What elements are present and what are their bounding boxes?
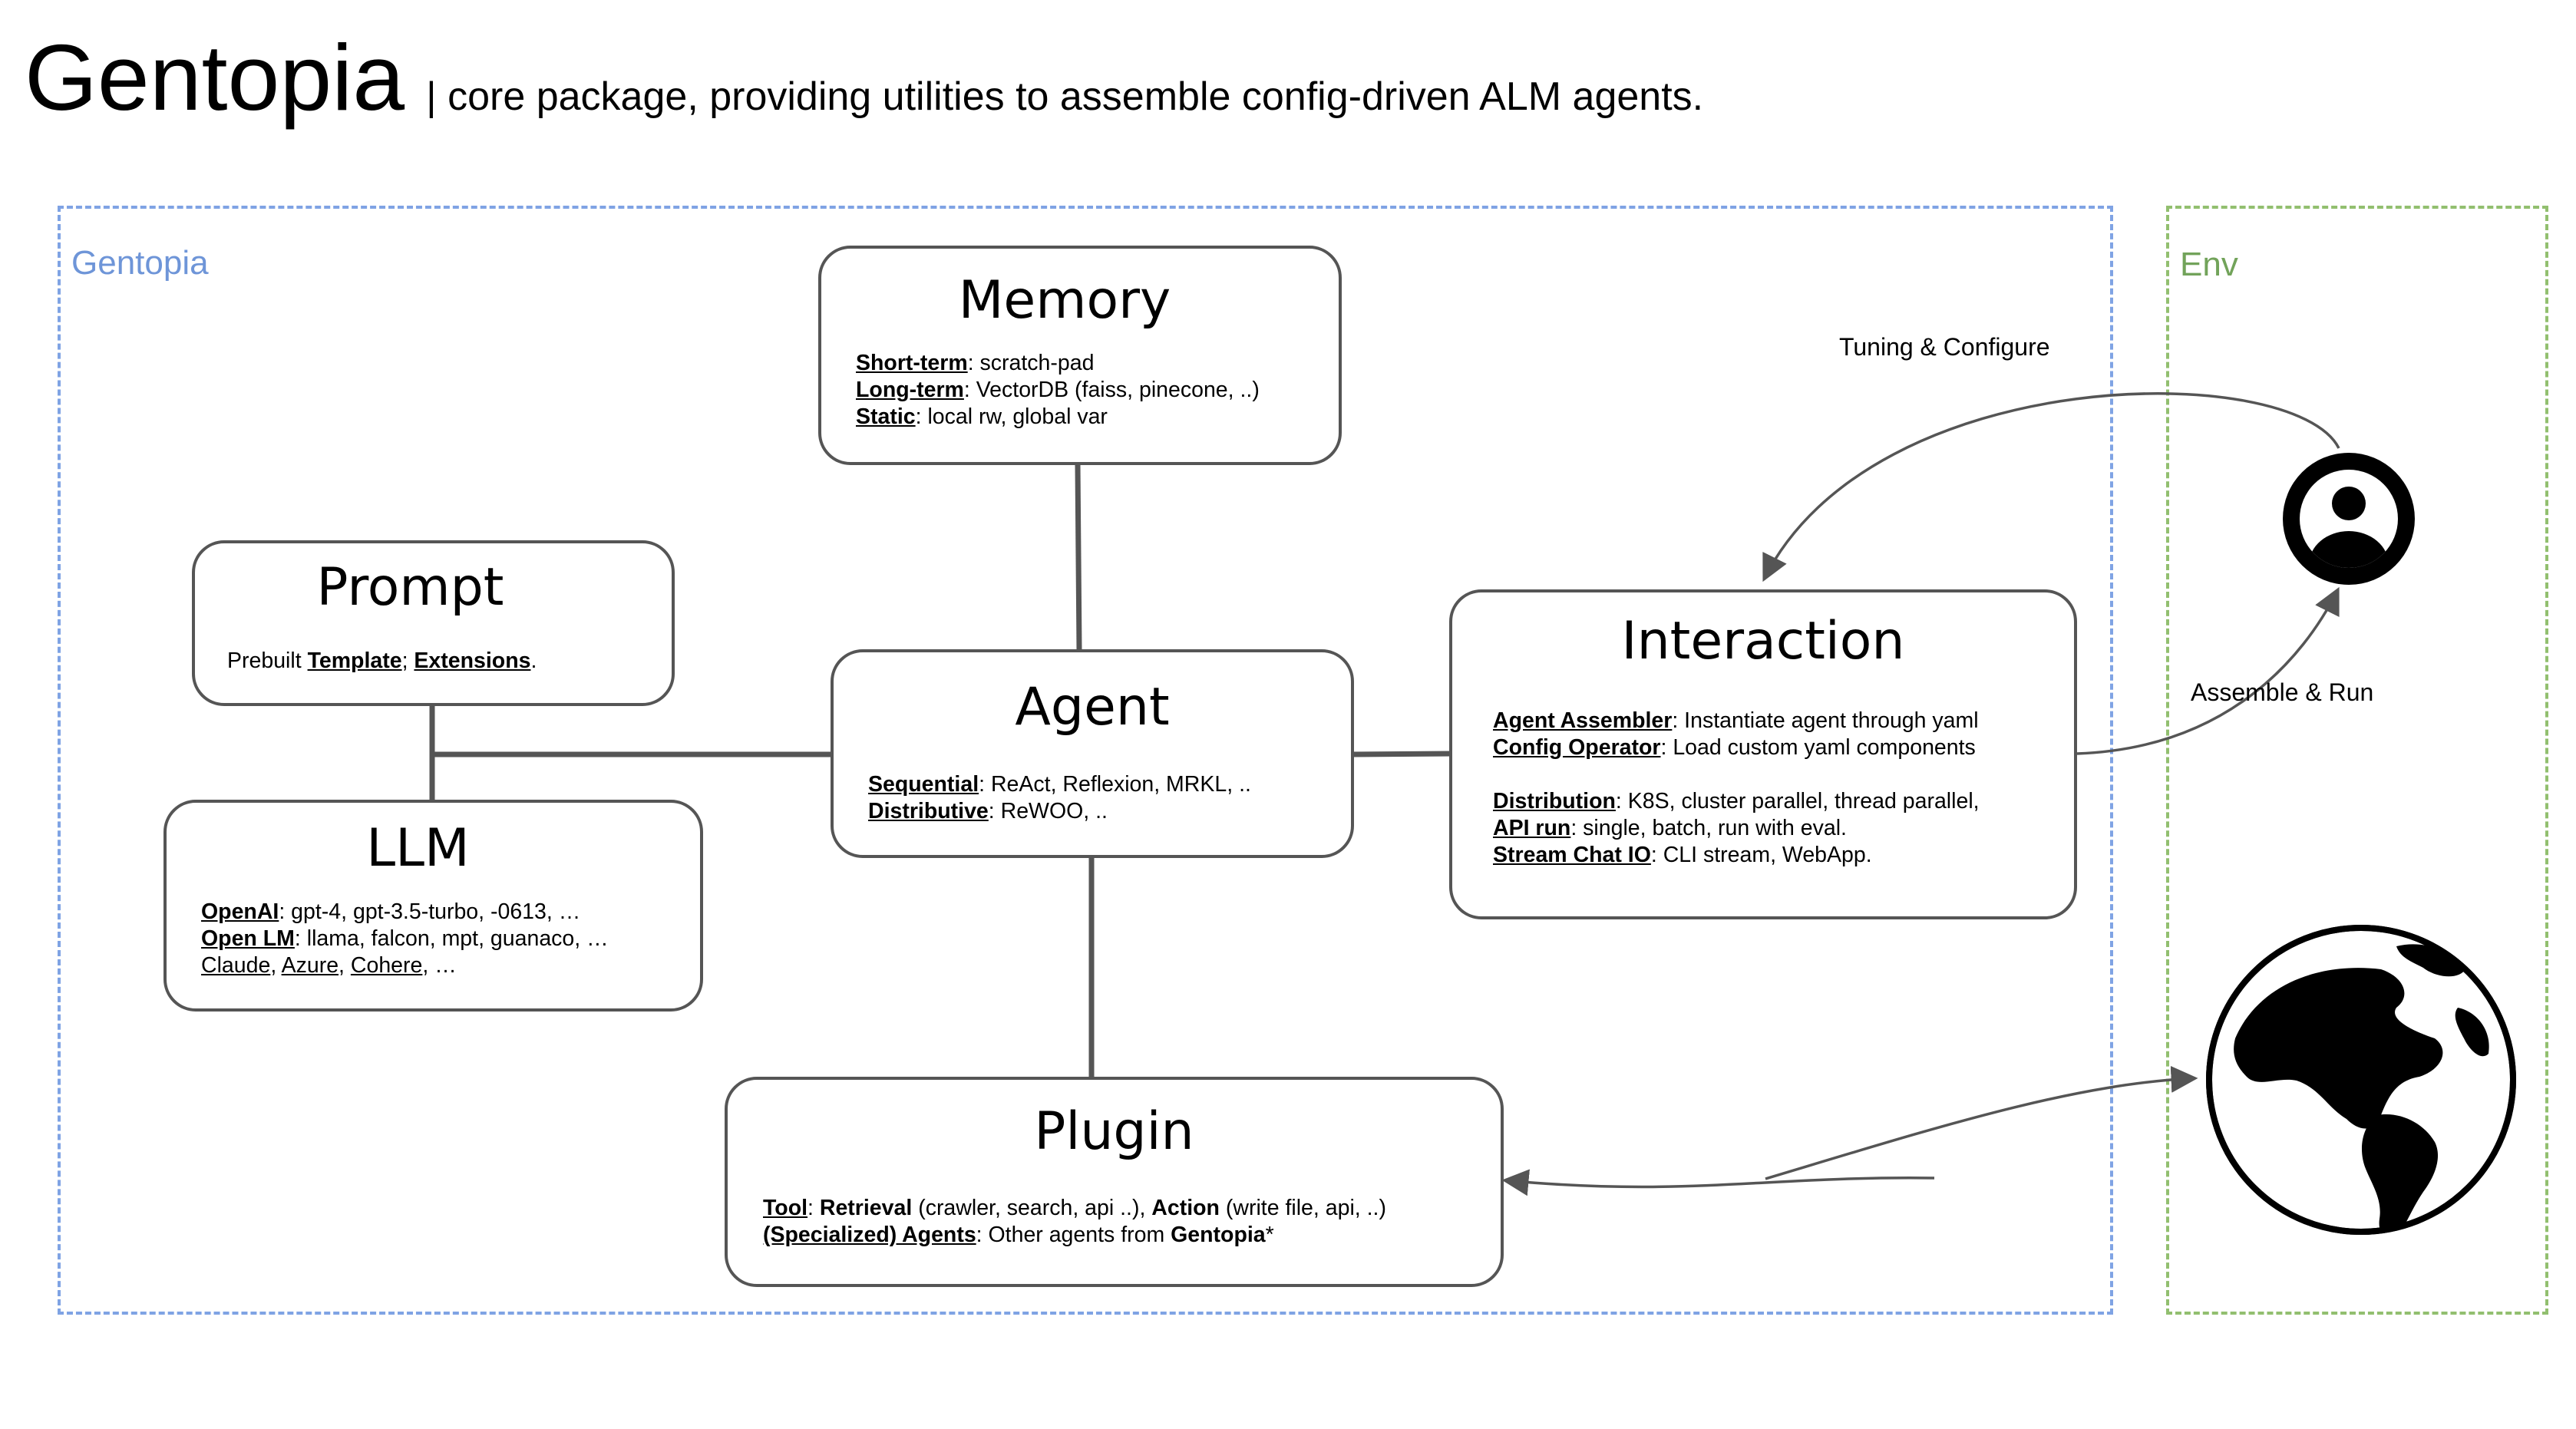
- prompt-details: Prebuilt Template; Extensions.: [227, 648, 537, 673]
- plugin-tool-line: Tool: Retrieval (crawler, search, api ..…: [763, 1196, 1386, 1220]
- llm-other-providers: Claude, Azure, Cohere, …: [201, 953, 457, 978]
- agent-title: Agent: [1015, 677, 1170, 738]
- interaction-line: Distribution: K8S, cluster parallel, thr…: [1493, 789, 1980, 814]
- agent-line: Sequential: ReAct, Reflexion, MRKL, ..: [868, 772, 1251, 797]
- agent-details: Sequential: ReAct, Reflexion, MRKL, .. D…: [868, 771, 1251, 825]
- tuning-configure-label: Tuning & Configure: [1839, 333, 2050, 361]
- page-title: Gentopia: [25, 25, 405, 130]
- memory-line: Long-term: VectorDB (faiss, pinecone, ..…: [856, 378, 1260, 402]
- env-plugin-arrow: [1501, 1169, 1935, 1196]
- gentopia-region: [58, 206, 2113, 1315]
- memory-line: Static: local rw, global var: [856, 404, 1108, 429]
- agent-box: Agent Sequential: ReAct, Reflexion, MRKL…: [831, 649, 1354, 858]
- interaction-line: Agent Assembler: Instantiate agent throu…: [1493, 708, 1979, 733]
- interaction-line: Stream Chat IO: CLI stream, WebApp.: [1493, 843, 1872, 867]
- memory-details: Short-term: scratch-pad Long-term: Vecto…: [856, 350, 1260, 431]
- memory-agent-connector: [1075, 462, 1082, 652]
- assemble-run-arrow: [2076, 586, 2340, 755]
- page-header: Gentopia | core package, providing utilit…: [25, 28, 1703, 127]
- llm-title: LLM: [366, 818, 470, 879]
- plugin-env-arrow: [1765, 1065, 2198, 1180]
- tuning-configure-arrow: [1762, 392, 2340, 582]
- user-avatar-icon: [2283, 453, 2415, 585]
- memory-title: Memory: [958, 270, 1171, 331]
- page-subtitle: | core package, providing utilities to a…: [426, 74, 1704, 119]
- env-region: [2166, 206, 2548, 1315]
- agent-line: Distributive: ReWOO, ..: [868, 799, 1108, 823]
- llm-line: OpenAI: gpt-4, gpt-3.5-turbo, -0613, …: [201, 899, 581, 924]
- interaction-details: Agent Assembler: Instantiate agent throu…: [1493, 708, 1980, 869]
- memory-line: Short-term: scratch-pad: [856, 351, 1095, 375]
- llm-details: OpenAI: gpt-4, gpt-3.5-turbo, -0613, … O…: [201, 899, 609, 979]
- globe-icon: [2206, 925, 2516, 1235]
- env-region-label: Env: [2180, 246, 2238, 283]
- gentopia-region-label: Gentopia: [71, 244, 209, 282]
- prompt-box: Prompt Prebuilt Template; Extensions.: [192, 540, 675, 706]
- interaction-line: API run: single, batch, run with eval.: [1493, 816, 1847, 840]
- prompt-extensions-term: Extensions: [414, 648, 531, 673]
- plugin-agents-line: (Specialized) Agents: Other agents from …: [763, 1223, 1274, 1247]
- plugin-details: Tool: Retrieval (crawler, search, api ..…: [763, 1195, 1386, 1249]
- interaction-box: Interaction Agent Assembler: Instantiate…: [1449, 589, 2077, 919]
- prompt-title: Prompt: [316, 557, 504, 618]
- plugin-title: Plugin: [1034, 1101, 1194, 1162]
- prompt-template-term: Template: [307, 648, 402, 673]
- plugin-box: Plugin Tool: Retrieval (crawler, search,…: [725, 1077, 1504, 1287]
- assemble-run-label: Assemble & Run: [2191, 678, 2374, 706]
- interaction-title: Interaction: [1621, 611, 1905, 672]
- interaction-line: Config Operator: Load custom yaml compon…: [1493, 735, 1976, 760]
- memory-box: Memory Short-term: scratch-pad Long-term…: [818, 246, 1342, 465]
- llm-box: LLM OpenAI: gpt-4, gpt-3.5-turbo, -0613,…: [163, 800, 703, 1012]
- llm-line: Open LM: llama, falcon, mpt, guanaco, …: [201, 926, 609, 951]
